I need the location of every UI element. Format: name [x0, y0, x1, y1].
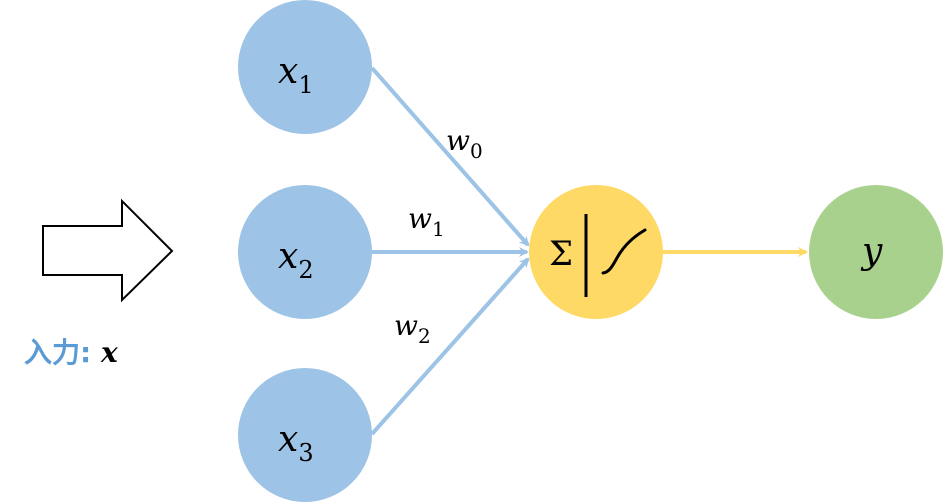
- input-symbol: x: [278, 236, 298, 277]
- weight-symbol: w: [394, 309, 418, 342]
- input-symbol: x: [278, 419, 298, 460]
- input-label-text: 入力:: [24, 336, 101, 369]
- svg-text:x2: x2: [278, 236, 314, 284]
- svg-text:x1: x1: [278, 51, 314, 99]
- input-subscript: 1: [298, 71, 313, 99]
- input-node-x2: x2: [238, 185, 372, 319]
- weight-label-w2: w2: [394, 309, 431, 348]
- input-label: 入力: x: [24, 336, 118, 369]
- svg-text:x3: x3: [278, 419, 314, 467]
- input-symbol: x: [278, 51, 298, 92]
- edge-x1-to-neuron: [370, 66, 530, 247]
- weight-subscript: 2: [418, 324, 431, 348]
- sigmoid-curve-icon: [601, 228, 647, 275]
- neuron-node: Σ: [529, 185, 663, 319]
- weight-label-w0: w0: [446, 124, 483, 163]
- sum-symbol: Σ: [549, 234, 573, 274]
- weight-subscript: 1: [432, 217, 445, 241]
- hollow-right-arrow-icon: [42, 198, 174, 303]
- weight-symbol: w: [446, 124, 470, 157]
- input-node-x1: x1: [238, 0, 372, 134]
- input-node-x3: x3: [238, 368, 372, 502]
- edge-x3-to-neuron: [370, 257, 530, 436]
- weight-label-w1: w1: [408, 202, 445, 241]
- output-symbol: y: [860, 231, 883, 272]
- input-subscript: 2: [298, 256, 313, 284]
- weight-subscript: 0: [470, 139, 483, 163]
- output-node-y: y: [809, 185, 943, 319]
- input-vector-symbol: x: [100, 336, 118, 369]
- weight-symbol: w: [408, 202, 432, 235]
- input-subscript: 3: [298, 439, 313, 467]
